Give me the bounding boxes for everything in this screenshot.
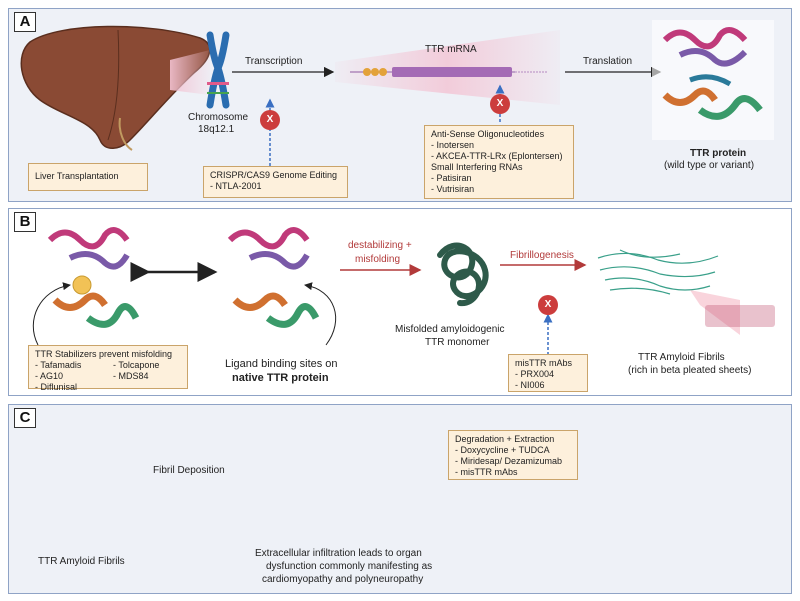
fibrillogenesis-label: Fibrillogenesis	[510, 250, 574, 261]
mrna-strand	[350, 67, 548, 77]
liver-transplant-text: Liver Transplantation	[35, 171, 119, 181]
aso-line: - Inotersen	[431, 140, 475, 150]
stabilizers-box: TTR Stabilizers prevent misfolding - Taf…	[28, 345, 188, 392]
destabilizing-label: destabilizing +	[348, 240, 412, 251]
panel-c-label: C	[14, 408, 36, 428]
stabilizer-item: - Diflunisal	[35, 382, 78, 392]
misfolded-monomer-illustration	[437, 242, 489, 307]
panel-a-label: A	[14, 12, 36, 32]
aso-line: - Vutrisiran	[431, 184, 475, 194]
inhibit-transcription-icon: X	[260, 110, 280, 130]
stabilizers-title: TTR Stabilizers prevent misfolding	[35, 349, 173, 359]
liver-illustration	[20, 25, 211, 151]
infiltration-line: dysfunction commonly manifesting as	[266, 561, 433, 572]
fibrils-c-label: TTR Amyloid Fibrils	[38, 556, 125, 567]
mabs-box: misTTR mAbs - PRX004 - NI006	[508, 354, 588, 392]
panel-b-label: B	[14, 212, 36, 232]
degradation-item: - Miridesap/ Dezamizumab	[455, 456, 563, 466]
crispr-item: - NTLA-2001	[210, 181, 262, 191]
stabilizer-item: - Tolcapone	[113, 360, 160, 370]
degradation-item: - Doxycycline + TUDCA	[455, 445, 550, 455]
ttr-protein-illustration-a	[652, 20, 774, 140]
native-ttr-illustration	[227, 227, 320, 328]
misfolded-label-2: TTR monomer	[425, 337, 490, 348]
stabilizer-item: - Tafamadis	[35, 360, 82, 370]
crispr-title: CRISPR/CAS9 Genome Editing	[210, 170, 338, 180]
translation-label: Translation	[583, 56, 633, 67]
fibrils-label-1: TTR Amyloid Fibrils	[638, 352, 725, 363]
protein-title: TTR protein	[690, 148, 747, 159]
degradation-box: Degradation + Extraction - Doxycycline +…	[448, 430, 578, 480]
aso-line: Anti-Sense Oligonucleotides	[431, 129, 545, 139]
misfolded-label-1: Misfolded amyloidogenic	[395, 324, 505, 335]
ligand-label-2: native TTR protein	[232, 372, 329, 384]
mabs-item: - NI006	[515, 380, 545, 390]
chromosome-label: Chromosome	[188, 112, 249, 123]
chromosome-locus: 18q12.1	[198, 124, 235, 135]
liver-transplant-box: Liver Transplantation	[28, 163, 148, 191]
aso-line: Small Interfering RNAs	[431, 162, 523, 172]
aso-box: Anti-Sense Oligonucleotides - Inotersen …	[424, 125, 574, 199]
ligand-label-1: Ligand binding sites on	[225, 358, 338, 370]
transcription-label: Transcription	[245, 56, 303, 67]
mabs-item: - PRX004	[515, 369, 555, 379]
fibrils-label-2: (rich in beta pleated sheets)	[628, 365, 752, 376]
protein-subtitle: (wild type or variant)	[664, 160, 755, 171]
degradation-item: - misTTR mAbs	[455, 467, 518, 477]
aso-line: - Patisiran	[431, 173, 472, 183]
infiltration-line: cardiomyopathy and polyneuropathy	[262, 574, 424, 585]
inhibit-fibrillogenesis-icon: X	[538, 295, 558, 315]
mrna-title: TTR mRNA	[425, 44, 477, 55]
chromosome-illustration	[206, 31, 230, 109]
degradation-title: Degradation + Extraction	[455, 434, 555, 444]
stabilizer-item: - MDS84	[113, 371, 149, 381]
amyloid-fibrils-illustration-b	[597, 249, 719, 295]
misfolding-label: misfolding	[355, 254, 401, 265]
fibril-deposition-label: Fibril Deposition	[153, 465, 225, 476]
panel-b	[8, 208, 792, 396]
stabilizer-item: - AG10	[35, 371, 64, 381]
infiltration-line: Extracellular infiltration leads to orga…	[255, 548, 422, 559]
inhibit-mrna-icon: X	[490, 94, 510, 114]
panel-c	[8, 404, 792, 594]
aso-line: - AKCEA-TTR-LRx (Eplontersen)	[431, 151, 563, 161]
crispr-box: CRISPR/CAS9 Genome Editing - NTLA-2001	[203, 166, 348, 198]
stabilized-ttr-illustration	[47, 227, 140, 328]
mabs-title: misTTR mAbs	[515, 358, 572, 368]
